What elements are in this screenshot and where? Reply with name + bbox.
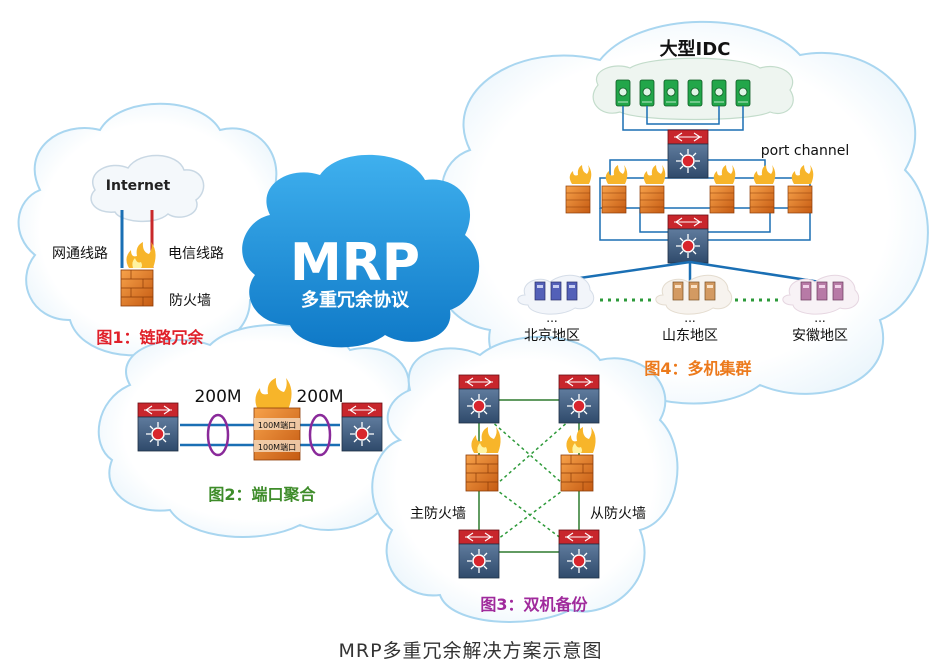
fig3-bottom-left-switch-icon [458,529,500,579]
left-switch-icon [137,402,179,452]
right-speed-label: 200M [296,387,343,407]
server-icon [615,79,631,107]
server-icon [663,79,679,107]
distribution-switch-icon [667,214,709,264]
cloud-fig3 [371,335,679,623]
server-icon [711,79,727,107]
fig1-caption: 图1：链路冗余 [96,328,204,347]
region-label-anhui: 安徽地区 [792,328,848,344]
port-1-label: 100M端口 [258,420,296,430]
fig3-caption: 图3：双机备份 [480,595,588,614]
ellipsis: ... [814,311,825,325]
left-speed-label: 200M [194,387,241,407]
shandong-host-icon [672,281,684,301]
main-firewall-label: 主防火墙 [410,506,466,522]
ellipsis: ... [546,311,557,325]
beijing-host-icon [534,281,546,301]
region-label-shandong: 山东地区 [662,328,718,344]
right-switch-icon [341,402,383,452]
server-icon [687,79,703,107]
cnc-link-label: 网通线路 [52,246,108,262]
idc-title: 大型IDC [660,38,731,60]
anhui-host-icon [816,281,828,301]
beijing-host-icon [566,281,578,301]
diagram-title: MRP多重冗余解决方案示意图 [338,640,603,662]
firewall-label: 防火墙 [169,293,211,309]
internet-cloud [90,154,205,223]
shandong-host-icon [688,281,700,301]
server-icon [639,79,655,107]
fig4-caption: 图4：多机集群 [644,359,751,378]
telecom-link-label: 电信线路 [168,246,224,262]
backup-firewall-label: 从防火墙 [590,506,646,522]
left-aggregation-ring [206,413,230,457]
mrp-subtitle: 多重冗余协议 [301,289,410,311]
anhui-host-icon [800,281,812,301]
anhui-host-icon [832,281,844,301]
port-2-label: 100M端口 [258,442,296,452]
right-aggregation-ring [308,413,332,457]
beijing-host-icon [550,281,562,301]
port-channel-label: port channel [761,143,850,159]
region-label-beijing: 北京地区 [524,328,580,344]
fig3-top-right-switch-icon [558,374,600,424]
fig3-top-left-switch-icon [458,374,500,424]
internet-label: Internet [106,178,171,194]
mrp-cloud [242,154,480,348]
fig3-bottom-right-switch-icon [558,529,600,579]
server-icon [735,79,751,107]
fig2-caption: 图2：端口聚合 [208,485,316,504]
mrp-title: MRP [290,233,420,293]
aggregation-firewall-icon [253,407,301,461]
core-switch-icon [667,129,709,179]
shandong-host-icon [704,281,716,301]
ellipsis: ... [684,311,695,325]
